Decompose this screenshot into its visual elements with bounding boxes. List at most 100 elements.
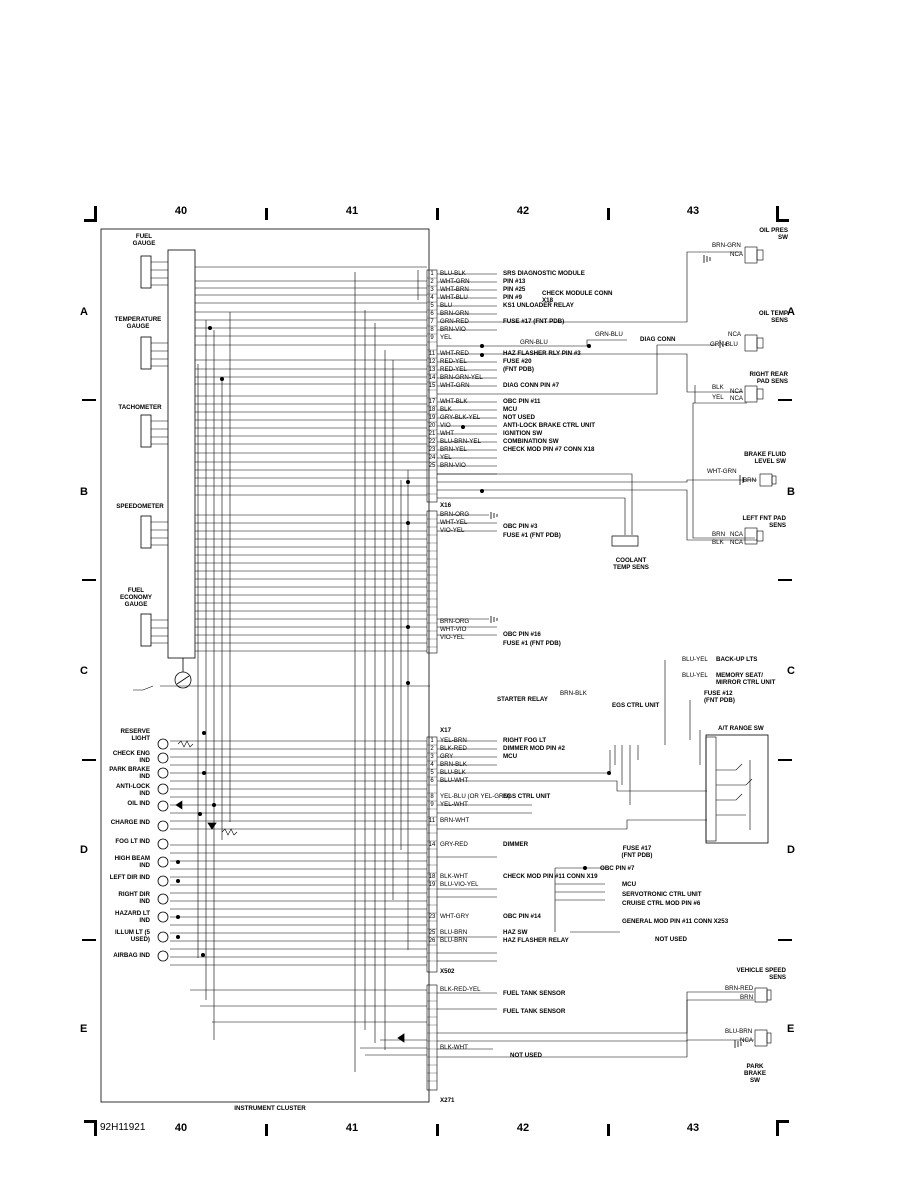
destination-label: MCU xyxy=(503,753,518,760)
connector-pin-number: 11 xyxy=(428,818,436,824)
wire-color-label: VIO xyxy=(440,422,451,429)
destination-label: HAZ FLASHER RELAY xyxy=(503,937,569,944)
fuse-17-label: FUSE #17 (FNT PDB) xyxy=(621,845,653,859)
destination-label: HAZ SW xyxy=(503,929,528,936)
indicator-label: RIGHT DIR IND xyxy=(118,891,150,905)
wire-color-label: YEL-BRN xyxy=(440,737,467,744)
dest-label: OBC PIN #3 xyxy=(503,523,538,530)
at-range-switch-box xyxy=(705,734,769,844)
wire-color-label: GRY xyxy=(440,753,454,760)
wire-color-label: RED-YEL xyxy=(440,366,467,373)
connector-pin-number: 23 xyxy=(428,914,436,920)
destination-label: DIMMER xyxy=(503,841,529,848)
wire-color-label: WHT-GRY xyxy=(440,913,470,920)
gauge-label-speedometer: SPEEDOMETER xyxy=(116,503,164,510)
wire-label: NCA xyxy=(740,1037,754,1044)
indicator-label: LEFT DIR IND xyxy=(109,874,150,881)
destination-label: EGS CTRL UNIT xyxy=(503,793,551,800)
connector-pin-number: 18 xyxy=(428,407,436,413)
wire-color-label: GRY-BLK-YEL xyxy=(440,414,481,421)
wire-label: BLU-YEL xyxy=(682,672,708,679)
connector-pin-number: 4 xyxy=(430,762,434,768)
check-module-label: CHECK MODULE CONN X18 xyxy=(542,290,613,304)
connector-pin-number: 8 xyxy=(430,794,434,800)
wire-color-label: YEL-WHT xyxy=(440,801,468,808)
row-label-c: C xyxy=(80,665,88,677)
connector-pin-number: 9 xyxy=(430,335,434,341)
gauge-label-temperature: TEMPERATURE GAUGE xyxy=(114,316,162,330)
wire-label: NCA xyxy=(730,251,744,258)
wire-color-label: WHT-RED xyxy=(440,350,469,357)
column-label-41: 41 xyxy=(345,1122,359,1134)
row-label-b: B xyxy=(787,486,795,498)
destination-label: MCU xyxy=(503,406,518,413)
left-fnt-pad-sens-label: LEFT FNT PAD SENS xyxy=(742,515,786,529)
destination-label: NOT USED xyxy=(503,414,535,421)
destination-label: PIN #25 xyxy=(503,286,526,293)
column-tick xyxy=(607,208,610,220)
wire-label: NCA xyxy=(730,539,744,546)
wire-label: BRN xyxy=(712,531,726,538)
connector-pin-number: 5 xyxy=(430,303,434,309)
coolant-temp-sens-label: COOLANT TEMP SENS xyxy=(613,557,649,571)
destination-label: DIAG CONN PIN #7 xyxy=(503,382,560,389)
wire-label: BLU-BRN xyxy=(725,1028,753,1035)
fuse-12-label: FUSE #12 (FNT PDB) xyxy=(704,690,735,704)
indicator-label: ILLUM LT (5 USED) xyxy=(115,929,150,943)
indicator-label: OIL IND xyxy=(127,800,150,807)
destination-label: PIN #13 xyxy=(503,278,526,285)
indicator-label: HAZARD LT IND xyxy=(115,910,150,924)
wire-color-label: YEL xyxy=(440,334,452,341)
column-tick xyxy=(607,1124,610,1136)
wire-color-label: BLU-BRN xyxy=(440,937,468,944)
row-label-a: A xyxy=(787,306,795,318)
destination-label: PIN #9 xyxy=(503,294,522,301)
connector-pin-number: 1 xyxy=(430,271,434,277)
bus-wires xyxy=(197,270,419,1072)
connector-pin-number: 22 xyxy=(428,439,436,445)
destination-label: HAZ FLASHER RLY PIN #3 xyxy=(503,350,581,357)
connector-x271: X271 xyxy=(440,1097,455,1104)
wire-color-label: GRN-RED xyxy=(440,318,469,325)
drawing-id: 92H11921 xyxy=(100,1122,146,1133)
crop-mark xyxy=(84,1120,97,1123)
dest-label: CRUISE CTRL MOD PIN #6 xyxy=(622,900,701,907)
destination-label: OBC PIN #14 xyxy=(503,913,541,920)
wire-label: VIO-YEL xyxy=(440,634,465,641)
wire-label: BLK xyxy=(712,539,724,546)
wire-label: VIO-YEL xyxy=(440,527,465,534)
dest-label: FUSE #1 (FNT PDB) xyxy=(503,640,561,647)
row-label-e: E xyxy=(787,1023,795,1035)
connector-pin-number: 18 xyxy=(428,874,436,880)
wire-color-label: WHT-BRN xyxy=(440,286,469,293)
connector-pin-number: 4 xyxy=(430,295,434,301)
wire-color-label: WHT-BLU xyxy=(440,294,468,301)
crop-mark xyxy=(776,206,779,222)
oil-pres-sw-label: OIL PRES SW xyxy=(759,227,788,241)
connector-pin-number: 23 xyxy=(428,447,436,453)
destination-label: CHECK MOD PIN #11 CONN X19 xyxy=(503,873,598,880)
column-tick xyxy=(436,208,439,220)
connector-pin-number: 6 xyxy=(430,311,434,317)
wire-color-label: BRN-BLK xyxy=(440,761,467,768)
row-label-c: C xyxy=(787,665,795,677)
destination-label: OBC PIN #11 xyxy=(503,398,541,405)
right-rear-pad-sens-label: RIGHT REAR PAD SENS xyxy=(749,371,789,385)
gauge-label-tachometer: TACHOMETER xyxy=(118,404,162,411)
connector-pins xyxy=(426,269,438,1091)
connector-x16: X16 xyxy=(440,502,452,509)
connector-pin-number: 8 xyxy=(430,327,434,333)
wire-label: BRN-ORG xyxy=(440,511,470,518)
wire-label: BLK-RED-YEL xyxy=(440,986,481,993)
connector-pin-number: 25 xyxy=(428,930,436,936)
wire-label: NCA xyxy=(730,388,744,395)
indicator-label: AIRBAG IND xyxy=(113,952,150,959)
wire-color-label: BRN-YEL xyxy=(440,446,467,453)
connector-pin-number: 14 xyxy=(428,375,436,381)
wire-label: BRN xyxy=(743,477,757,484)
wire-color-label: BLU-BRN xyxy=(440,929,468,936)
dest-label: FUEL TANK SENSOR xyxy=(503,1008,566,1015)
wire-label: BLU-YEL xyxy=(682,656,708,663)
